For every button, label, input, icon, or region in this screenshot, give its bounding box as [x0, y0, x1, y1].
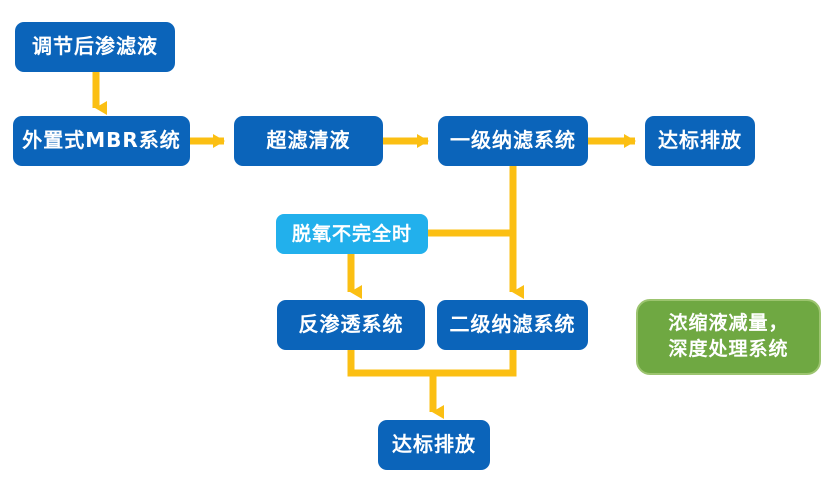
node-discharge-top[interactable]: 达标排放 — [645, 116, 755, 166]
node-discharge-bottom[interactable]: 达标排放 — [378, 420, 490, 470]
node-primary-nanofiltration-system[interactable]: 一级纳滤系统 — [438, 116, 588, 166]
connector-ro-nf2-merge — [347, 350, 517, 377]
node-incomplete-deoxygenation[interactable]: 脱氧不完全时 — [276, 214, 428, 254]
node-secondary-nanofiltration-system[interactable]: 二级纳滤系统 — [437, 300, 588, 350]
node-ultrafiltration-effluent[interactable]: 超滤清液 — [234, 116, 383, 166]
node-feed[interactable]: 调节后渗滤液 — [15, 22, 175, 72]
node-concentrate-reduction-system[interactable]: 浓缩液减量， 深度处理系统 — [636, 299, 821, 375]
node-mbr-system[interactable]: 外置式MBR系统 — [13, 116, 190, 166]
node-reverse-osmosis-system[interactable]: 反渗透系统 — [277, 300, 425, 350]
